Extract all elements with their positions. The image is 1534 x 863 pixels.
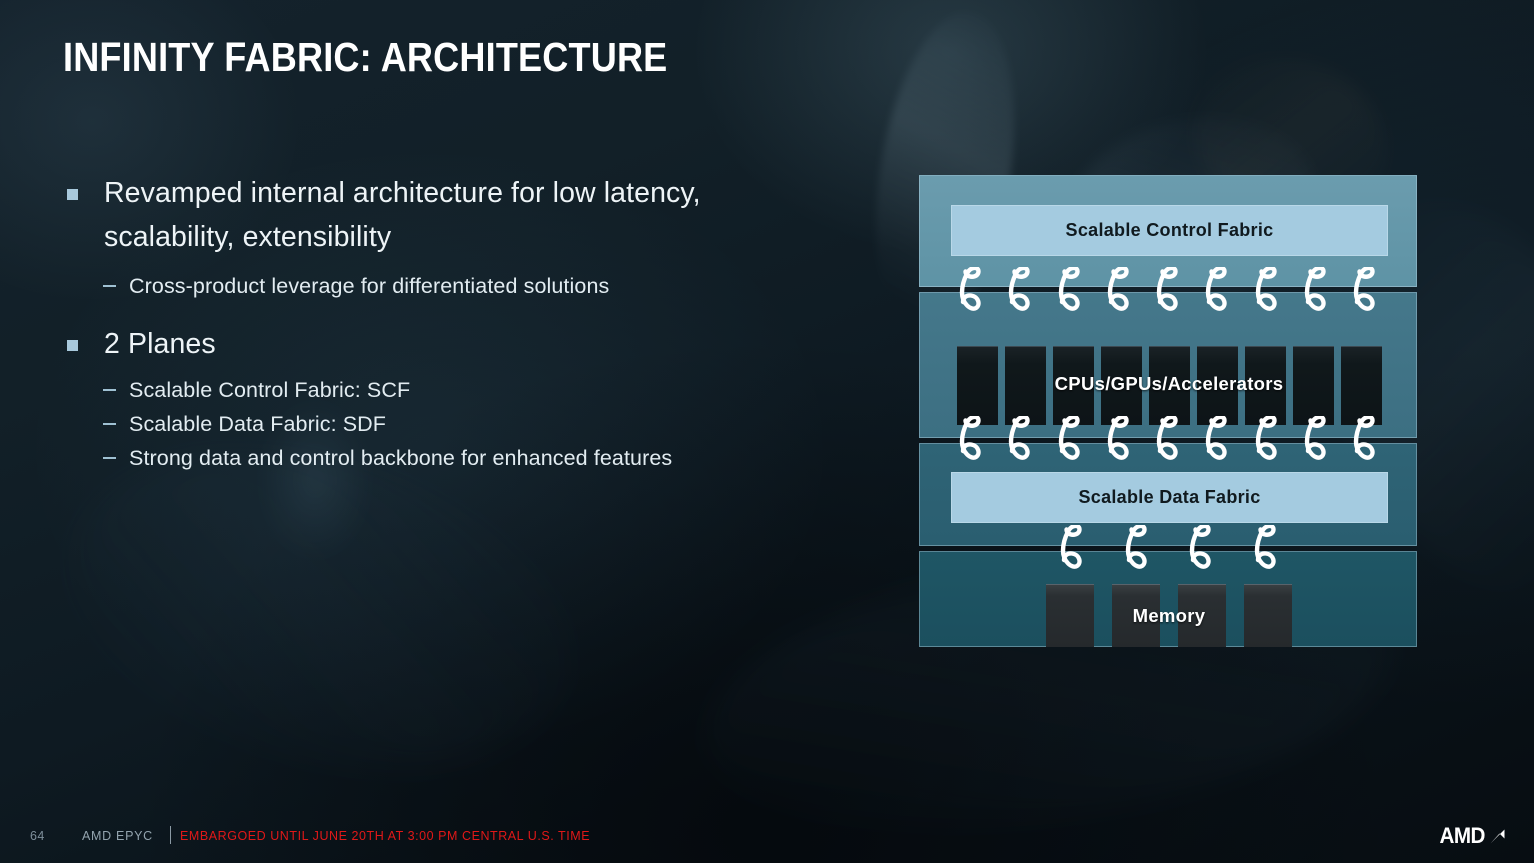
memory-block <box>1112 584 1160 647</box>
bullet-text: Cross-product leverage for differentiate… <box>129 274 610 298</box>
slide-title: INFINITY FABRIC: ARCHITECTURE <box>63 34 668 80</box>
data-fabric-panel: Scalable Data Fabric <box>919 443 1417 546</box>
embargo-notice: EMBARGOED UNTIL JUNE 20TH AT 3:00 PM CEN… <box>180 829 591 843</box>
compute-block <box>1244 346 1286 425</box>
bullet-text: Strong data and control backbone for enh… <box>129 446 673 470</box>
bullet-item-level2: Scalable Data Fabric: SDF <box>63 407 763 441</box>
page-number: 64 <box>30 829 45 843</box>
bullet-item-level2: Scalable Control Fabric: SCF <box>63 373 763 407</box>
amd-logo-text: AMD <box>1439 823 1485 848</box>
amd-logo: AMD <box>1438 823 1506 849</box>
bullet-text: Revamped internal architecture for low l… <box>104 177 701 253</box>
memory-block <box>1046 584 1094 647</box>
bullet-text: Scalable Control Fabric: SCF <box>129 378 411 402</box>
compute-block <box>1196 346 1238 425</box>
compute-block <box>1100 346 1142 425</box>
bullet-text: Scalable Data Fabric: SDF <box>129 412 387 436</box>
memory-panel: Memory <box>919 551 1417 647</box>
infinity-fabric-diagram: Scalable Control Fabric CPUs/GPUs/Accele… <box>919 175 1417 647</box>
scalable-control-fabric-bar: Scalable Control Fabric <box>951 205 1388 256</box>
amd-arrow-icon <box>1489 828 1506 845</box>
bullet-item-level2: Cross-product leverage for differentiate… <box>63 269 763 303</box>
bullet-item-level2: Strong data and control backbone for enh… <box>63 441 763 475</box>
compute-panel: CPUs/GPUs/Accelerators <box>919 292 1417 438</box>
dash-bullet-icon <box>103 285 116 287</box>
compute-block <box>1052 346 1094 425</box>
square-bullet-icon <box>67 340 78 351</box>
compute-block <box>1292 346 1334 425</box>
compute-label: CPUs/GPUs/Accelerators <box>1054 373 1284 394</box>
scalable-data-fabric-bar: Scalable Data Fabric <box>951 472 1388 523</box>
bullet-item-level1: 2 Planes <box>63 322 763 366</box>
square-bullet-icon <box>67 189 78 200</box>
slide-footer: 64 AMD EPYC EMBARGOED UNTIL JUNE 20TH AT… <box>0 817 1534 863</box>
compute-block <box>956 346 998 425</box>
memory-block <box>1244 584 1292 647</box>
dash-bullet-icon <box>103 389 116 391</box>
dash-bullet-icon <box>103 423 116 425</box>
memory-block <box>1178 584 1226 647</box>
footer-brand: AMD EPYC <box>82 829 153 843</box>
compute-block <box>1340 346 1382 425</box>
footer-divider <box>170 826 171 844</box>
compute-block-row <box>920 293 1418 437</box>
compute-block <box>1148 346 1190 425</box>
bullet-item-level1: Revamped internal architecture for low l… <box>63 171 763 259</box>
dash-bullet-icon <box>103 457 116 459</box>
compute-block <box>1004 346 1046 425</box>
control-fabric-panel: Scalable Control Fabric <box>919 175 1417 287</box>
memory-label: Memory <box>1132 605 1206 626</box>
bullet-list: Revamped internal architecture for low l… <box>63 171 763 475</box>
bullet-text: 2 Planes <box>104 328 216 360</box>
memory-block-row <box>920 552 1418 647</box>
